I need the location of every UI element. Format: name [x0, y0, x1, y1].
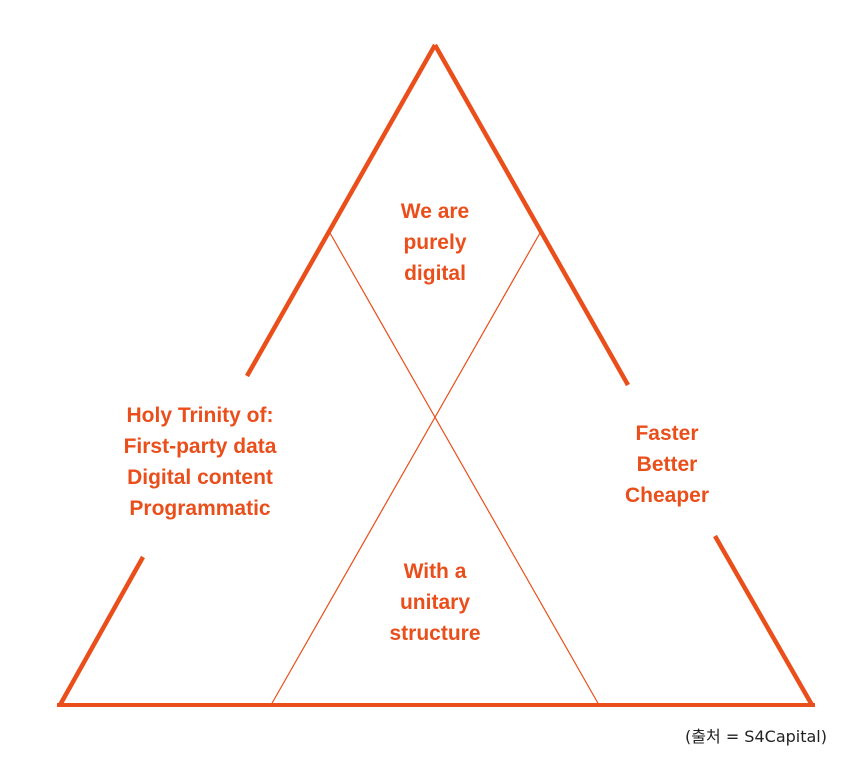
label-holy-trinity: Holy Trinity of: First-party data Digita… [90, 400, 310, 524]
label-unitary-structure: With a unitary structure [335, 556, 535, 649]
label-line: unitary [399, 591, 470, 614]
inner-line-left-to-right [329, 232, 600, 706]
label-line: First-party data [123, 435, 277, 458]
outer-left-upper-edge [245, 43, 437, 378]
label-line: With a [403, 560, 467, 583]
inner-line-right-to-left [270, 232, 541, 706]
label-line: Digital content [127, 466, 273, 489]
label-purely-digital: We are purely digital [335, 196, 535, 289]
source-note: (출처 = S4Capital) [685, 727, 827, 746]
label-line: Faster [635, 422, 699, 445]
label-line: structure [389, 622, 481, 645]
label-line: purely [403, 231, 467, 254]
label-line: digital [404, 262, 466, 285]
outer-left-lower-edge [58, 555, 145, 707]
label-line: Holy Trinity of: [126, 404, 274, 427]
label-line: Cheaper [624, 484, 710, 507]
label-line: We are [400, 200, 470, 223]
outer-right-lower-edge [713, 534, 814, 707]
label-line: Programmatic [129, 497, 271, 520]
outer-right-upper-edge [433, 43, 630, 387]
label-faster-better-cheaper: Faster Better Cheaper [592, 418, 742, 511]
label-line: Better [636, 453, 698, 476]
